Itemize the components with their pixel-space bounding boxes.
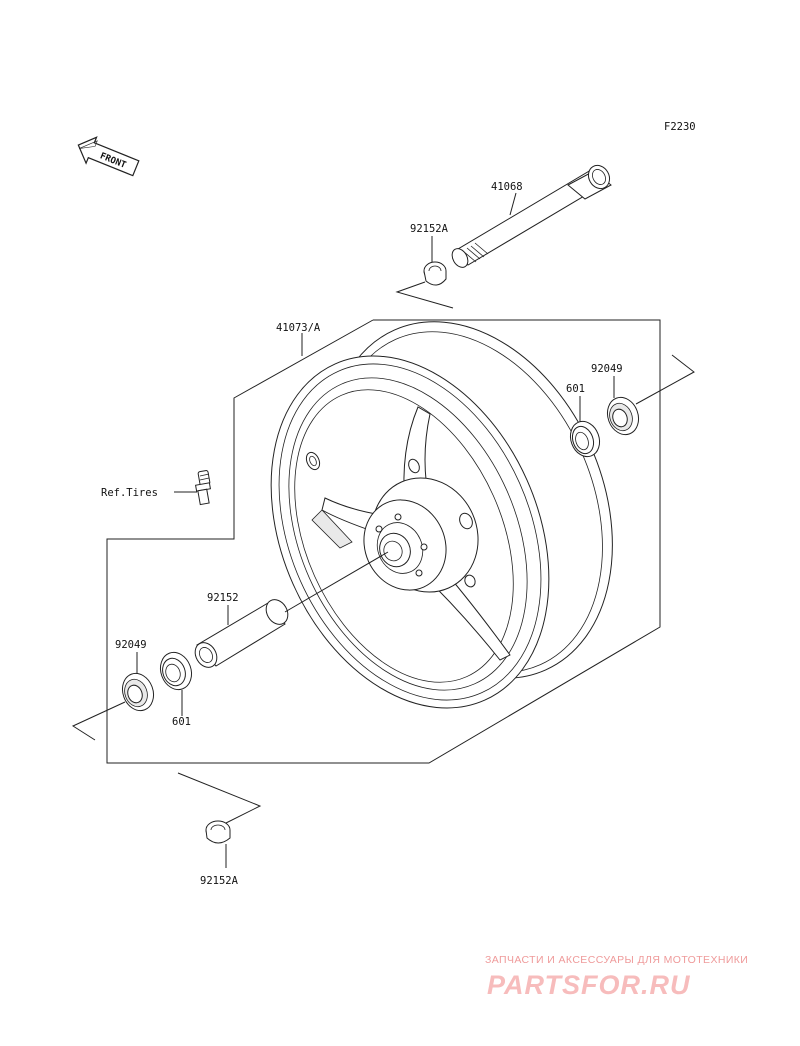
- spacer: [194, 599, 289, 668]
- label-collar-left: 92152A: [200, 875, 239, 887]
- label-axle: 41068: [491, 181, 523, 193]
- wheel: [270, 321, 613, 709]
- watermark-logo: PARTSFOR.RU: [487, 970, 691, 1000]
- label-bearing-right: 601: [566, 383, 585, 395]
- label-spacer: 92152: [207, 592, 239, 604]
- bearing-right: [569, 420, 601, 458]
- collar-left: [205, 820, 231, 844]
- bearing-left: [159, 651, 193, 691]
- label-bearing-left: 601: [172, 716, 191, 728]
- seal-left: [121, 672, 155, 712]
- label-seal-left: 92049: [115, 639, 147, 651]
- watermark-caption: ЗАПЧАСТИ И АКСЕССУАРЫ ДЛЯ МОТОТЕХНИКИ: [485, 954, 748, 966]
- valve: [195, 470, 211, 506]
- label-valve: Ref.Tires: [101, 487, 158, 499]
- front-arrow-icon: FRONT: [77, 136, 140, 177]
- diagram-code: F2230: [664, 121, 696, 133]
- collar-right: [423, 261, 447, 286]
- label-wheel: 41073/A: [276, 322, 321, 334]
- label-collar-right: 92152A: [410, 223, 449, 235]
- seal-right: [606, 396, 640, 436]
- leader-axle: [509, 192, 517, 216]
- assembly-frame: [106, 319, 661, 764]
- axle: [451, 164, 612, 268]
- label-seal-right: 92049: [591, 363, 623, 375]
